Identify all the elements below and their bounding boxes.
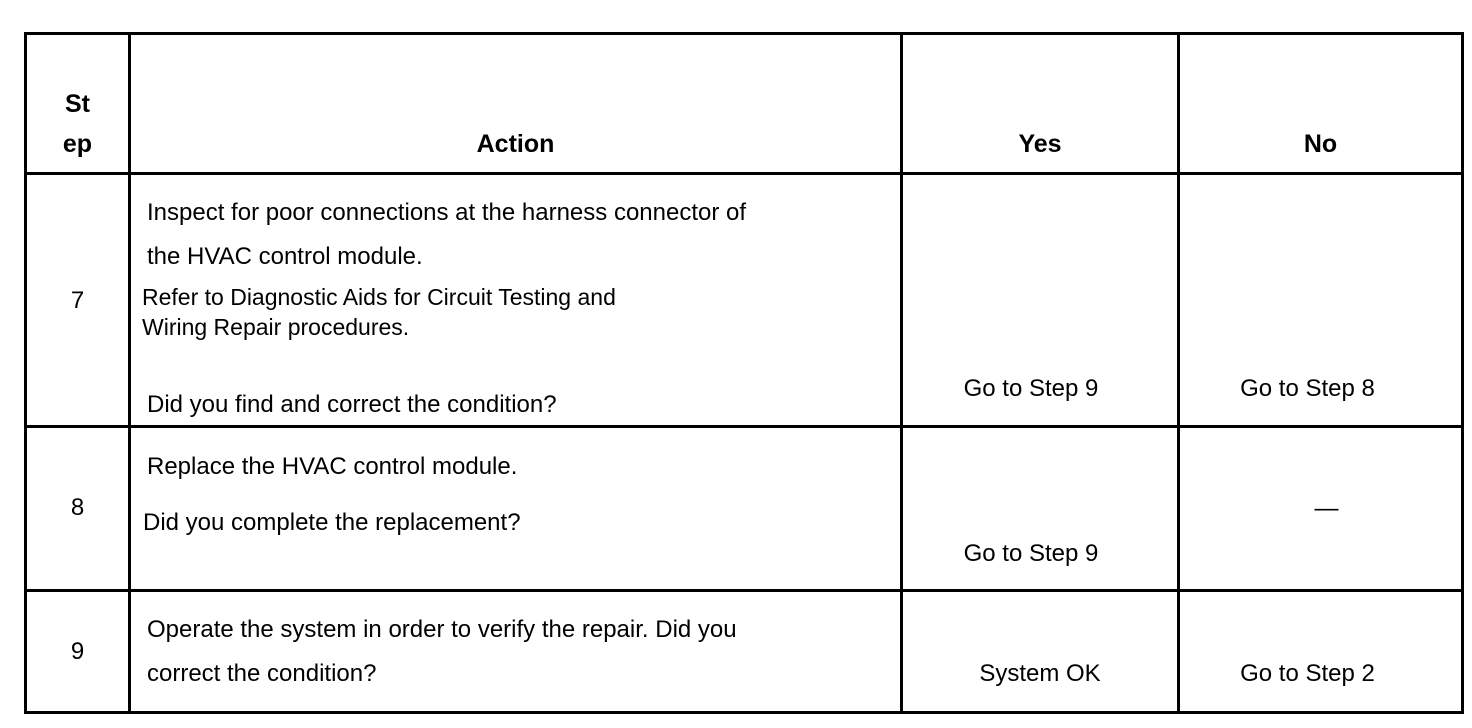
- table-header-row: St ep Action Yes No: [24, 32, 1464, 175]
- step-cell: 7: [24, 172, 131, 428]
- no-column-header: No: [1177, 32, 1464, 175]
- no-cell: Go to Step 2: [1177, 589, 1464, 714]
- step-column-header: St ep: [24, 32, 131, 175]
- yes-column-header: Yes: [900, 32, 1180, 175]
- action-text-line: Refer to Diagnostic Aids for Circuit Tes…: [142, 284, 616, 310]
- yes-result: Go to Step 9: [963, 375, 1099, 402]
- diagnostic-table: St ep Action Yes No 7 Inspect for poor c…: [24, 32, 1464, 714]
- yes-cell: Go to Step 9: [900, 172, 1180, 428]
- yes-result: System OK: [979, 660, 1101, 687]
- action-text-line: Replace the HVAC control module.: [147, 453, 518, 480]
- action-question: Did you find and correct the condition?: [147, 391, 557, 418]
- no-result: Go to Step 8: [1240, 375, 1375, 402]
- no-cell: —: [1177, 425, 1464, 592]
- action-text-line: Inspect for poor connections at the harn…: [147, 199, 747, 226]
- no-result: Go to Step 2: [1240, 660, 1375, 687]
- action-column-header: Action: [128, 32, 903, 175]
- table-row: 9 Operate the system in order to verify …: [24, 589, 1464, 714]
- action-cell: Inspect for poor connections at the harn…: [128, 172, 903, 428]
- yes-result: Go to Step 9: [963, 540, 1099, 567]
- table-row: 7 Inspect for poor connections at the ha…: [24, 172, 1464, 428]
- action-question: Did you complete the replacement?: [143, 509, 521, 536]
- action-text-line: Wiring Repair procedures.: [142, 314, 410, 340]
- action-cell: Operate the system in order to verify th…: [128, 589, 903, 714]
- no-header-label: No: [1303, 130, 1338, 158]
- action-cell: Replace the HVAC control module. Did you…: [128, 425, 903, 592]
- action-text-line: the HVAC control module.: [147, 243, 423, 270]
- step-number: 9: [70, 638, 85, 665]
- step-cell: 9: [24, 589, 131, 714]
- step-header-label: St ep: [62, 90, 93, 158]
- action-question: correct the condition?: [147, 660, 377, 687]
- no-result-dash: —: [1314, 495, 1339, 522]
- step-number: 8: [70, 494, 85, 521]
- yes-cell: Go to Step 9: [900, 425, 1180, 592]
- no-cell: Go to Step 8: [1177, 172, 1464, 428]
- table-row: 8 Replace the HVAC control module. Did y…: [24, 425, 1464, 592]
- action-text-line: Operate the system in order to verify th…: [147, 616, 737, 643]
- yes-header-label: Yes: [1018, 130, 1062, 158]
- step-cell: 8: [24, 425, 131, 592]
- step-number: 7: [70, 287, 85, 314]
- action-header-label: Action: [476, 130, 555, 158]
- yes-cell: System OK: [900, 589, 1180, 714]
